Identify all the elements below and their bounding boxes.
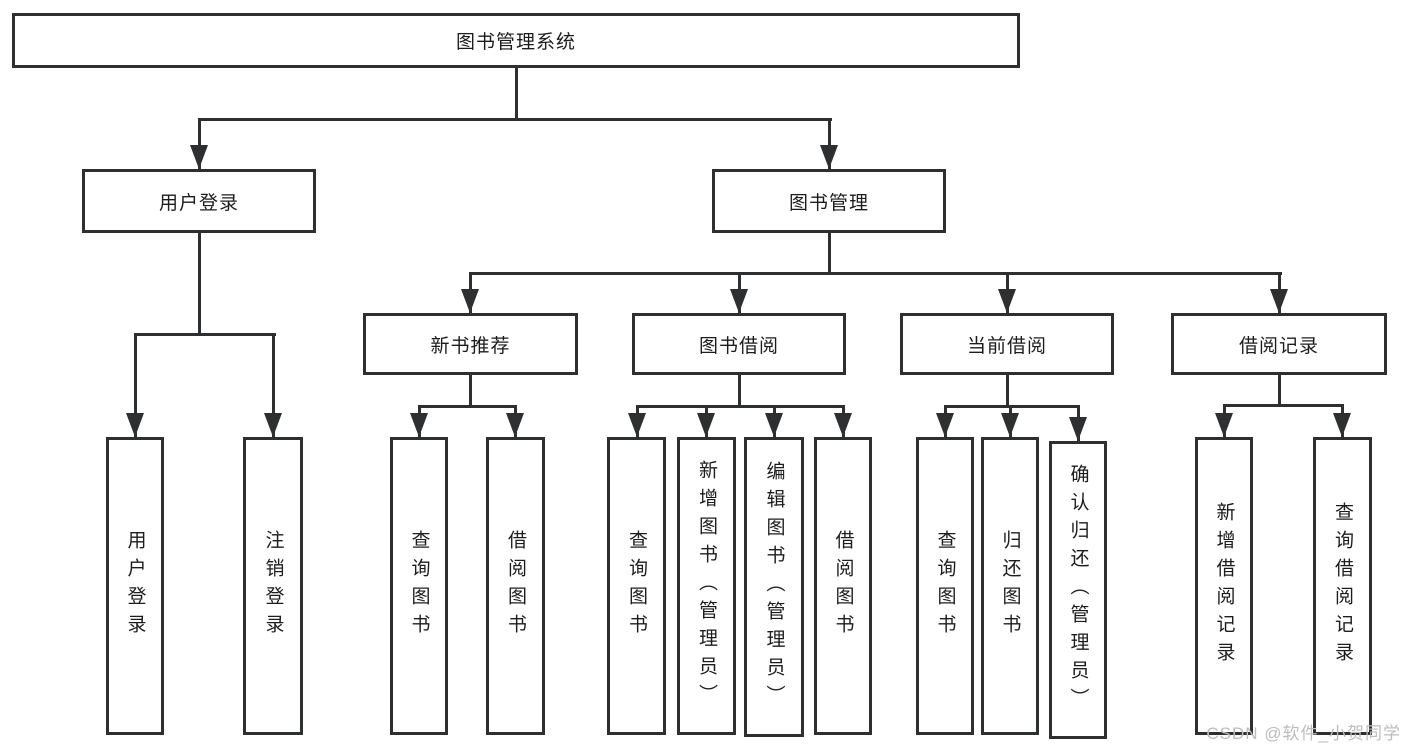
node-label: 图书管理 (788, 192, 869, 214)
arrowhead-query3 (936, 413, 954, 437)
leaf-label: 查询图书 (626, 530, 647, 642)
arrowhead-new-book (461, 289, 479, 313)
leaf-add-books-admin: 新增图书（管理员） (677, 437, 736, 735)
leaf-label: 注销登录 (262, 530, 284, 642)
leaf-borrow-books-recommendation: 借阅图书 (486, 437, 545, 735)
leaf-user-login: 用户登录 (106, 437, 164, 735)
connector-drop-leaf-logout (271, 334, 275, 437)
connector-drop-book-mgmt (827, 119, 831, 169)
node-label: 借阅记录 (1238, 335, 1319, 357)
leaf-label: 查询借阅记录 (1332, 502, 1353, 670)
leaf-label: 借阅图书 (505, 530, 526, 642)
node-user-login-branch: 用户登录 (82, 169, 316, 233)
arrowhead-borrowing (730, 289, 748, 313)
arrowhead-current (998, 289, 1016, 313)
arrowhead-records (1270, 289, 1288, 313)
arrowhead-leaf-login (126, 413, 144, 437)
leaf-label: 归还图书 (999, 530, 1021, 642)
leaf-label: 用户登录 (124, 530, 146, 642)
connector-user-login-bus (133, 332, 276, 336)
leaf-edit-books-admin: 编辑图书（管理员） (744, 437, 804, 737)
node-book-management-branch: 图书管理 (712, 169, 946, 233)
leaf-label: 新增图书（管理员） (696, 460, 717, 712)
arrowhead-query-record (1333, 413, 1351, 437)
connector-borrowing-stub (737, 375, 741, 406)
node-borrowing-records: 借阅记录 (1171, 313, 1387, 375)
connector-user-login-stub (197, 233, 201, 334)
connector-book-mgmt-stub (827, 233, 831, 273)
arrowhead-book-mgmt (820, 145, 838, 169)
connector-modules-bus (468, 271, 1282, 275)
node-label: 当前借阅 (966, 335, 1047, 357)
node-current-borrowing: 当前借阅 (900, 313, 1114, 375)
leaf-borrow-books: 借阅图书 (814, 437, 872, 735)
leaf-label: 新增借阅记录 (1213, 502, 1235, 670)
leaf-label: 借阅图书 (832, 530, 854, 642)
arrowhead-borrow1 (506, 413, 524, 437)
connector-borrowing-bus (635, 404, 845, 408)
leaf-label: 确认归还（管理员） (1067, 464, 1089, 716)
connector-new-book-bus (417, 404, 517, 408)
leaf-add-borrow-record: 新增借阅记录 (1195, 437, 1253, 735)
leaf-return-books: 归还图书 (981, 437, 1039, 735)
connector-drop-leaf-login (133, 334, 137, 437)
connector-current-bus (943, 404, 1080, 408)
connector-current-stub (1005, 375, 1009, 406)
leaf-query-books-recommendation: 查询图书 (390, 437, 448, 735)
node-label: 图书借阅 (698, 335, 779, 357)
leaf-label: 编辑图书（管理员） (763, 461, 785, 713)
node-root-library-management-system: 图书管理系统 (12, 13, 1020, 68)
connector-new-book-stub (468, 375, 472, 406)
node-new-book-recommendation: 新书推荐 (363, 313, 578, 375)
arrowhead-leaf-logout (264, 413, 282, 437)
arrowhead-confirm (1069, 417, 1087, 441)
connector-records-stub (1277, 375, 1281, 405)
arrowhead-edit-books (765, 413, 783, 437)
arrowhead-query2 (628, 413, 646, 437)
connector-root-stub (514, 68, 518, 119)
arrowhead-add-record (1215, 413, 1233, 437)
node-label: 新书推荐 (430, 335, 511, 357)
arrowhead-borrow2 (834, 413, 852, 437)
leaf-query-borrow-record: 查询借阅记录 (1313, 437, 1372, 735)
leaf-query-books-current: 查询图书 (916, 437, 974, 735)
leaf-label: 查询图书 (408, 530, 430, 642)
connector-records-bus (1222, 403, 1344, 407)
connector-drop-user-login (197, 119, 201, 169)
node-label: 用户登录 (158, 192, 239, 214)
leaf-label: 查询图书 (934, 530, 956, 642)
arrowhead-add-books (697, 413, 715, 437)
leaf-query-books-borrowing: 查询图书 (607, 437, 666, 735)
node-label: 图书管理系统 (455, 32, 576, 53)
arrowhead-query1 (410, 413, 428, 437)
connector-level1-bus (197, 117, 832, 121)
arrowhead-user-login (190, 145, 208, 169)
leaf-confirm-return-admin: 确认归还（管理员） (1049, 441, 1107, 739)
arrowhead-return (1001, 413, 1019, 437)
node-book-borrowing: 图书借阅 (632, 313, 846, 375)
leaf-logout: 注销登录 (243, 437, 303, 735)
